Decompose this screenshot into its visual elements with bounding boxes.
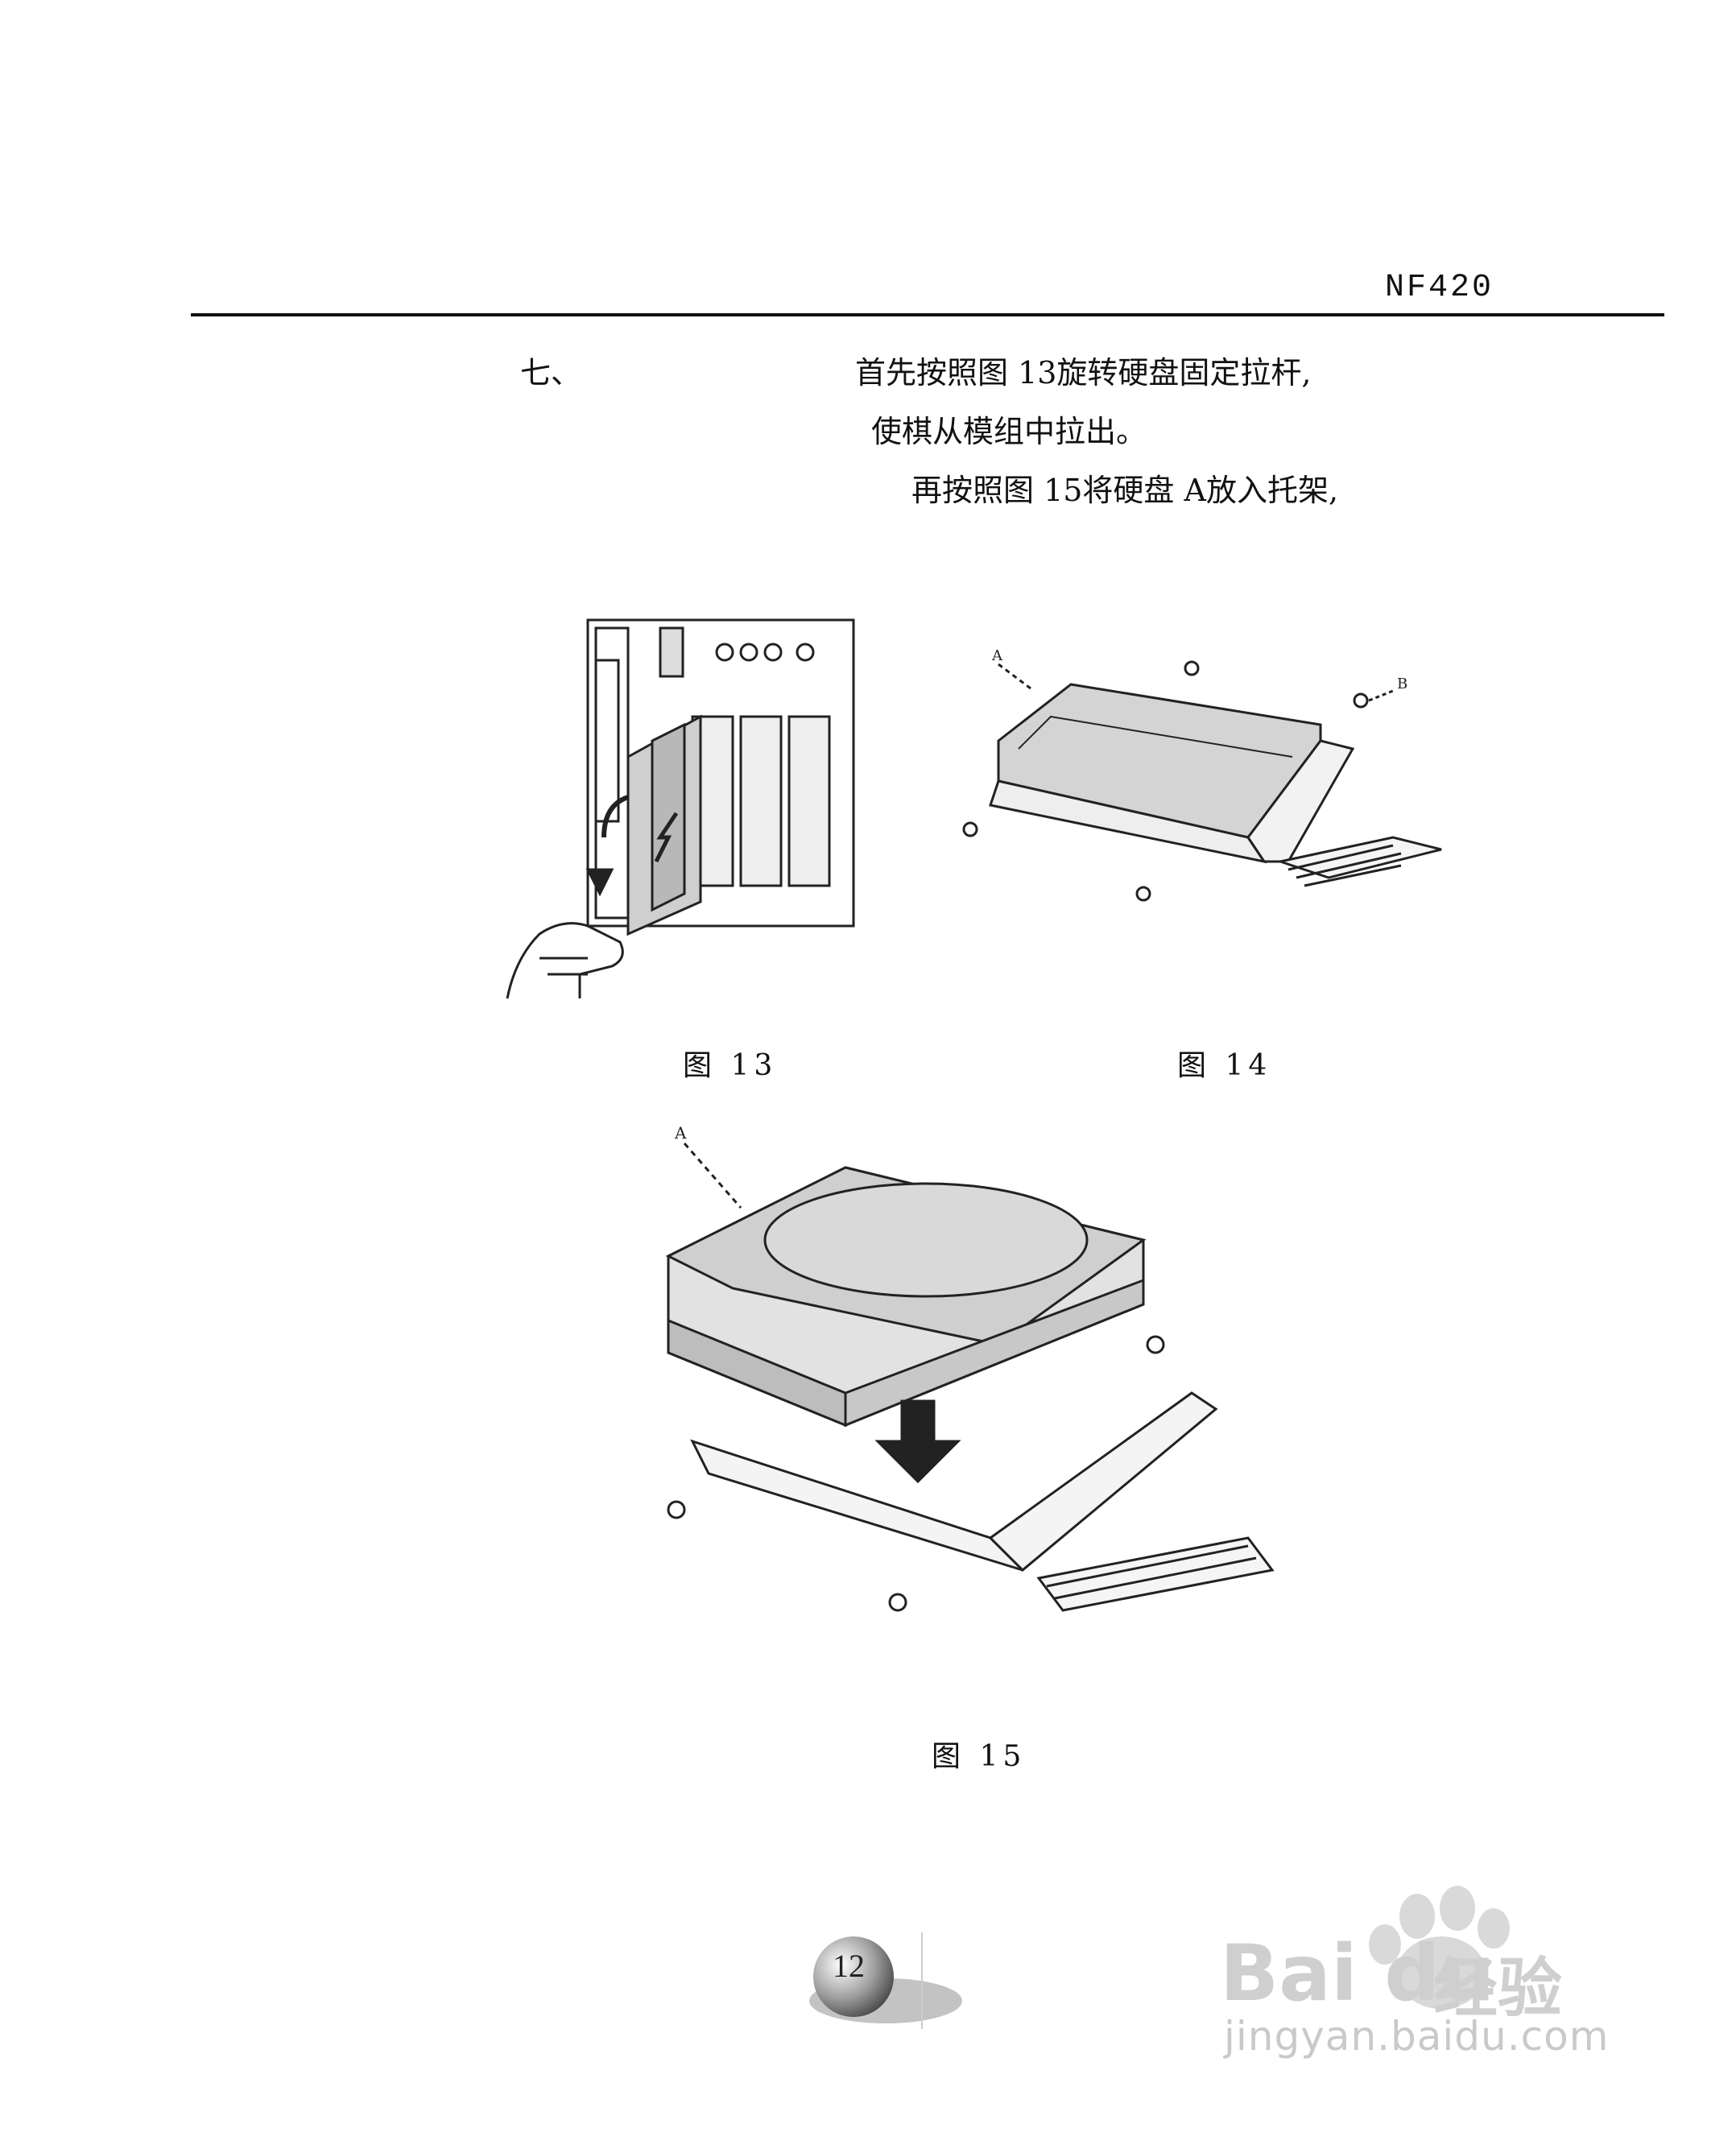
baidu-paw-logo-icon [1369, 1886, 1510, 2009]
watermark-brand-cn: 经验 [1433, 1951, 1562, 2026]
watermark-url: jingyan.baidu.com [1224, 2013, 1610, 2060]
page-number-badge [809, 1932, 962, 2029]
figure-13-illustration [506, 618, 855, 999]
header-rule [191, 313, 1664, 316]
figure-14-caption: 图 14 [1177, 1049, 1272, 1082]
instruction-line-2: 使棋从模组中拉出。 [871, 414, 1147, 449]
instruction-line-1: 首先按照图 13旋转硬盘固定拉杆, [855, 355, 1312, 391]
page-number: 12 [833, 1948, 865, 1984]
figure-13-caption: 图 13 [683, 1049, 778, 1082]
figure-15-caption: 图 15 [932, 1740, 1027, 1773]
instruction-line-3: 再按照图 15将硬盘 A放入托架, [911, 473, 1339, 508]
watermark-brand: Bai du [1220, 1928, 1495, 2019]
figure-14-illustration: A B [962, 647, 1442, 902]
fig14-label-b: B [1397, 676, 1407, 692]
fig15-label-a: A [674, 1123, 687, 1143]
figure-15-illustration: A [665, 1123, 1275, 1612]
document-model-name: NF420 [1385, 270, 1494, 306]
fig14-label-a: A [991, 647, 1003, 664]
section-number: 七、 [520, 355, 582, 391]
